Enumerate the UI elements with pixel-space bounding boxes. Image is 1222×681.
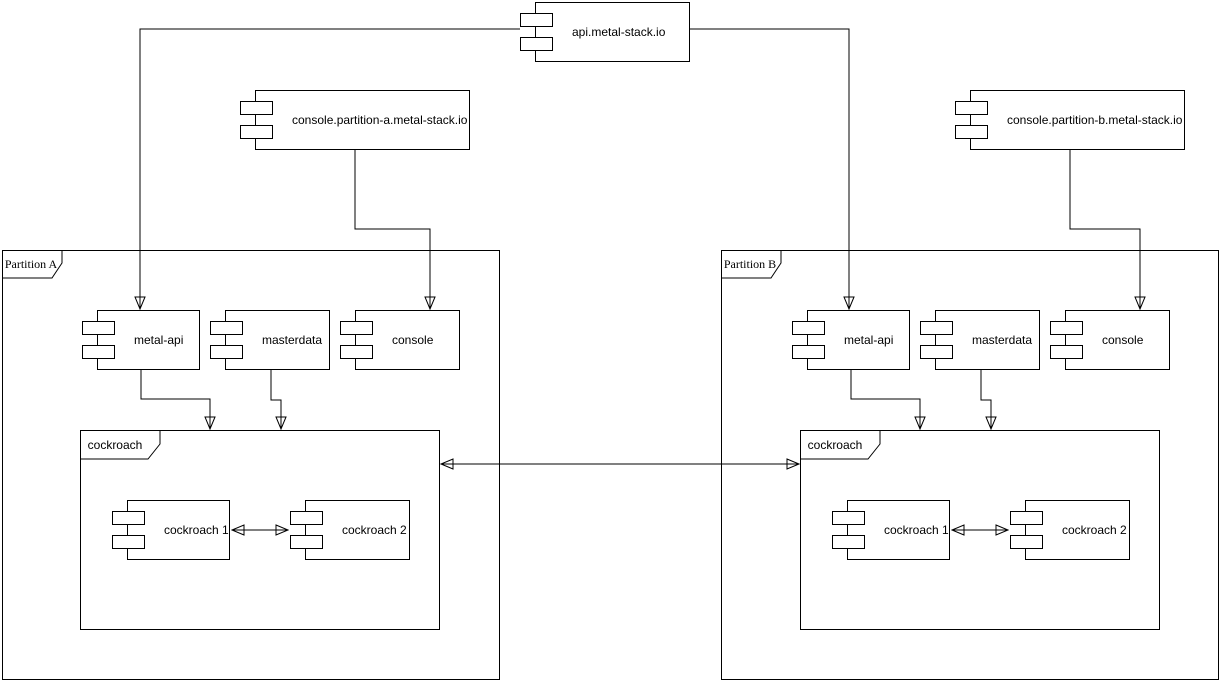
cockroach-2-component-b: cockroach 2 <box>1010 500 1130 560</box>
metal-api-component-b: metal-api <box>792 310 910 370</box>
console-partition-b-label: console.partition-b.metal-stack.io <box>1007 113 1183 127</box>
uml-component-icon <box>520 13 553 62</box>
cockroach-2-label-b: cockroach 2 <box>1062 523 1127 537</box>
console-label-b: console <box>1102 333 1144 347</box>
masterdata-component-b: masterdata <box>920 310 1040 370</box>
api-component: api.metal-stack.io <box>520 2 690 62</box>
console-component-b: console <box>1050 310 1170 370</box>
cockroach-group-label-a: cockroach <box>87 437 143 452</box>
console-label-a: console <box>392 333 434 347</box>
cockroach-group-a <box>80 430 440 630</box>
cockroach-group-b <box>800 430 1160 630</box>
cockroach-group-label-b: cockroach <box>807 437 863 452</box>
metal-api-label-a: metal-api <box>134 333 184 347</box>
cockroach-2-component-a: cockroach 2 <box>290 500 410 560</box>
cockroach-1-component-a: cockroach 1 <box>112 500 230 560</box>
uml-component-icon <box>955 101 988 150</box>
console-component-a: console <box>340 310 460 370</box>
api-component-label: api.metal-stack.io <box>572 25 666 39</box>
cockroach-2-label-a: cockroach 2 <box>342 523 407 537</box>
masterdata-component-a: masterdata <box>210 310 330 370</box>
metal-api-label-b: metal-api <box>844 333 894 347</box>
uml-component-icon <box>240 101 273 150</box>
console-partition-a-label: console.partition-a.metal-stack.io <box>292 113 468 127</box>
partition-b-label: Partition B <box>723 256 777 271</box>
cockroach-1-component-b: cockroach 1 <box>832 500 950 560</box>
masterdata-label-b: masterdata <box>972 333 1033 347</box>
masterdata-label-a: masterdata <box>262 333 323 347</box>
partition-a-label: Partition A <box>4 256 58 271</box>
metal-api-component-a: metal-api <box>82 310 200 370</box>
console-partition-b-component: console.partition-b.metal-stack.io <box>955 90 1185 150</box>
cockroach-1-label-a: cockroach 1 <box>164 523 229 537</box>
console-partition-a-component: console.partition-a.metal-stack.io <box>240 90 470 150</box>
cockroach-1-label-b: cockroach 1 <box>884 523 949 537</box>
